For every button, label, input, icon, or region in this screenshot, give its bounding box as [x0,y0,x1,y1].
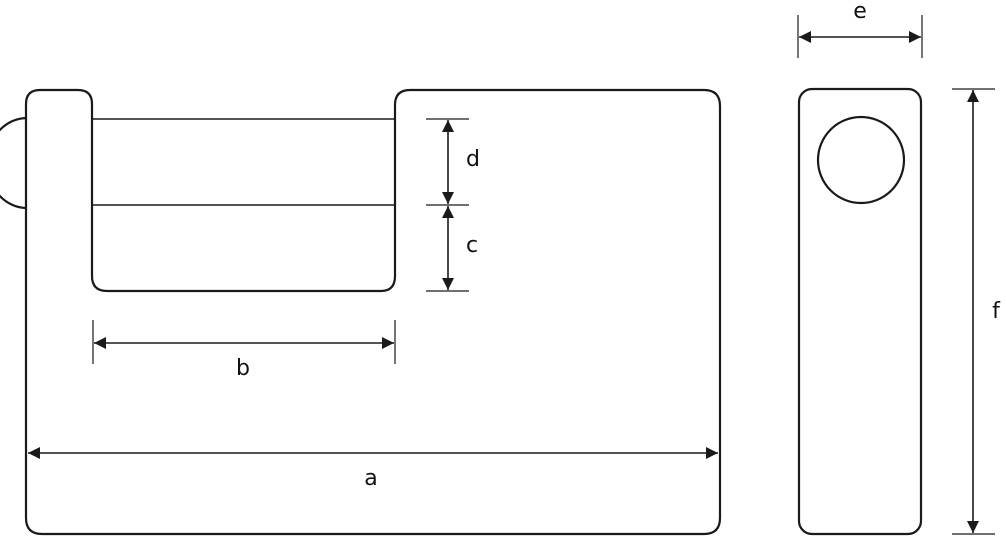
side-keyhole-circle [816,115,906,205]
side-view [797,87,923,536]
dimension-b-label: b [236,356,250,381]
dimension-e: e [797,0,923,58]
keyway-bump [0,116,28,210]
dimension-d-label: d [466,147,480,172]
dimension-c-label: c [466,233,478,258]
dimension-f: f [952,88,1001,535]
dimension-a: a [28,447,718,491]
padlock-body [24,88,722,536]
side-body [797,87,923,536]
dimension-b: b [92,320,396,381]
dimension-c-d: d c [426,118,480,292]
dimension-f-label: f [992,299,1001,324]
front-view [0,88,722,536]
dimension-a-label: a [364,466,377,491]
dimension-e-label: e [853,0,867,24]
